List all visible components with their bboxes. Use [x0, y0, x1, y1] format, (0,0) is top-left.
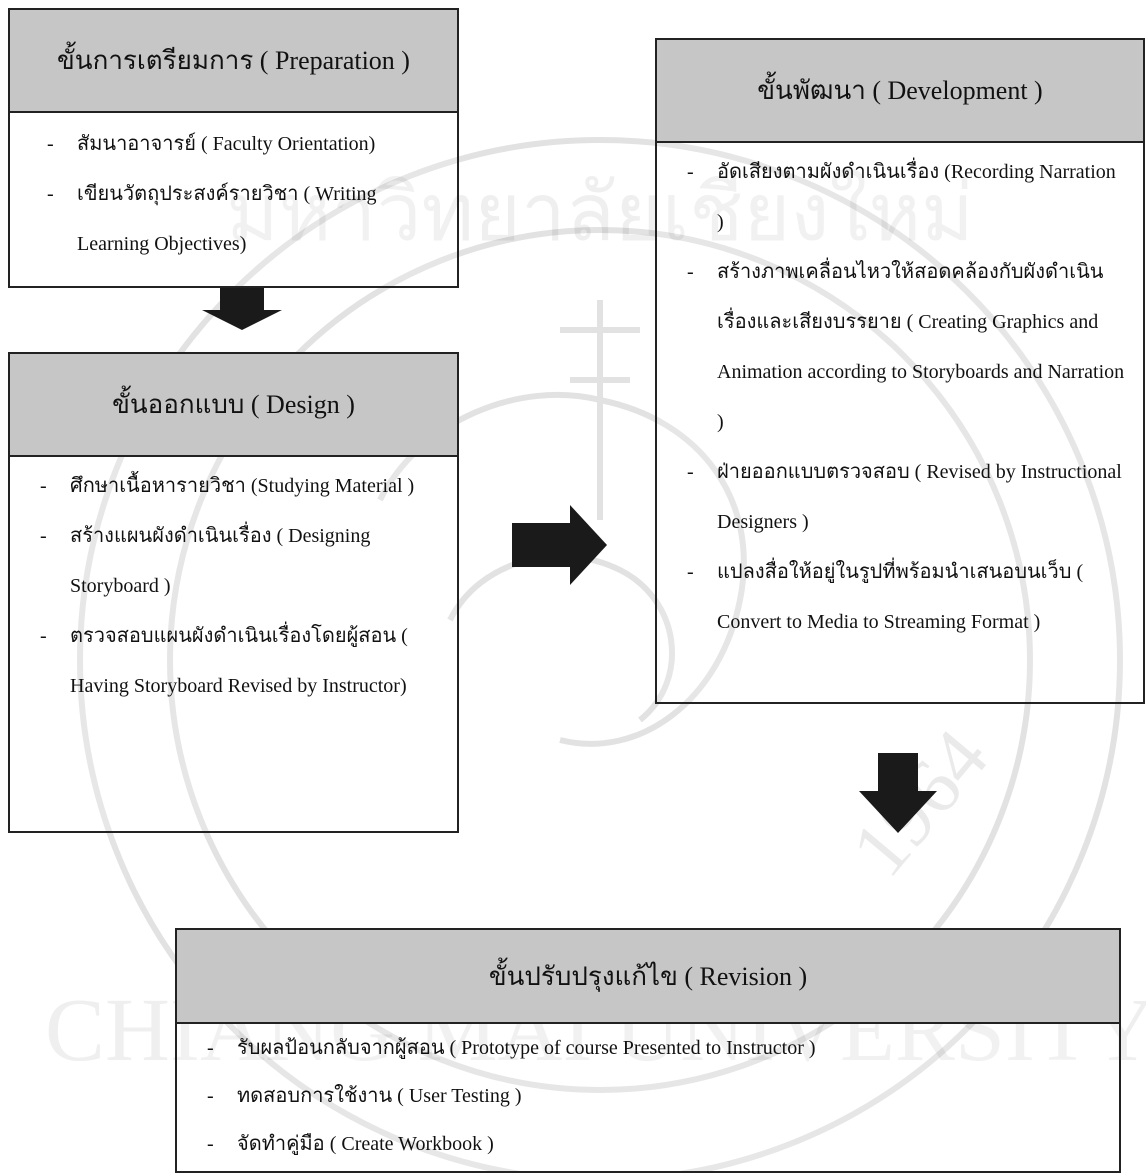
design-body: -ศึกษาเนื้อหารายวิชา (Studying Material …: [10, 457, 457, 711]
design-box: ขั้นออกแบบ ( Design ) -ศึกษาเนื้อหารายวิ…: [8, 352, 459, 833]
list-item: -รับผลป้อนกลับจากผู้สอน ( Prototype of c…: [207, 1037, 816, 1059]
development-title: ขั้นพัฒนา ( Development ): [657, 40, 1143, 143]
list-item: -สัมนาอาจารย์ ( Faculty Orientation): [47, 133, 376, 155]
arrow-down-icon: [202, 288, 282, 330]
list-item: -ศึกษาเนื้อหารายวิชา (Studying Material …: [40, 475, 415, 497]
list-item: -ฝ่ายออกแบบตรวจสอบ ( Revised by Instruct…: [687, 461, 1122, 533]
arrow-down-icon: [859, 753, 937, 833]
revision-body: -รับผลป้อนกลับจากผู้สอน ( Prototype of c…: [177, 1024, 1119, 1168]
list-item: -เขียนวัตถุประสงค์รายวิชา ( Writing Lear…: [47, 183, 377, 255]
revision-list: -รับผลป้อนกลับจากผู้สอน ( Prototype of c…: [207, 1024, 1099, 1168]
list-item: -ตรวจสอบแผนผังดำเนินเรื่องโดยผู้สอน ( Ha…: [40, 625, 408, 697]
preparation-box: ขั้นการเตรียมการ ( Preparation ) -สัมนาอ…: [8, 8, 459, 288]
preparation-list: -สัมนาอาจารย์ ( Faculty Orientation) -เข…: [47, 119, 445, 269]
design-list: -ศึกษาเนื้อหารายวิชา (Studying Material …: [40, 461, 437, 711]
arrow-right-icon: [512, 505, 607, 585]
design-title: ขั้นออกแบบ ( Design ): [10, 354, 457, 457]
development-body: -อัดเสียงตามผังดำเนินเรื่อง (Recording N…: [657, 143, 1143, 647]
list-item: -อัดเสียงตามผังดำเนินเรื่อง (Recording N…: [687, 161, 1116, 233]
list-item: -สร้างแผนผังดำเนินเรื่อง ( Designing Sto…: [40, 525, 371, 597]
list-item: -แปลงสื่อให้อยู่ในรูปที่พร้อมนำเสนอบนเว็…: [687, 561, 1084, 633]
revision-title: ขั้นปรับปรุงแก้ไข ( Revision ): [177, 930, 1119, 1024]
preparation-body: -สัมนาอาจารย์ ( Faculty Orientation) -เข…: [10, 113, 457, 269]
revision-box: ขั้นปรับปรุงแก้ไข ( Revision ) -รับผลป้อ…: [175, 928, 1121, 1173]
preparation-title: ขั้นการเตรียมการ ( Preparation ): [10, 10, 457, 113]
list-item: -สร้างภาพเคลื่อนไหวให้สอดคล้องกับผังดำเน…: [687, 261, 1125, 433]
list-item: -จัดทำคู่มือ ( Create Workbook ): [207, 1133, 494, 1155]
development-list: -อัดเสียงตามผังดำเนินเรื่อง (Recording N…: [687, 147, 1125, 647]
list-item: -ทดสอบการใช้งาน ( User Testing ): [207, 1085, 522, 1107]
development-box: ขั้นพัฒนา ( Development ) -อัดเสียงตามผั…: [655, 38, 1145, 704]
